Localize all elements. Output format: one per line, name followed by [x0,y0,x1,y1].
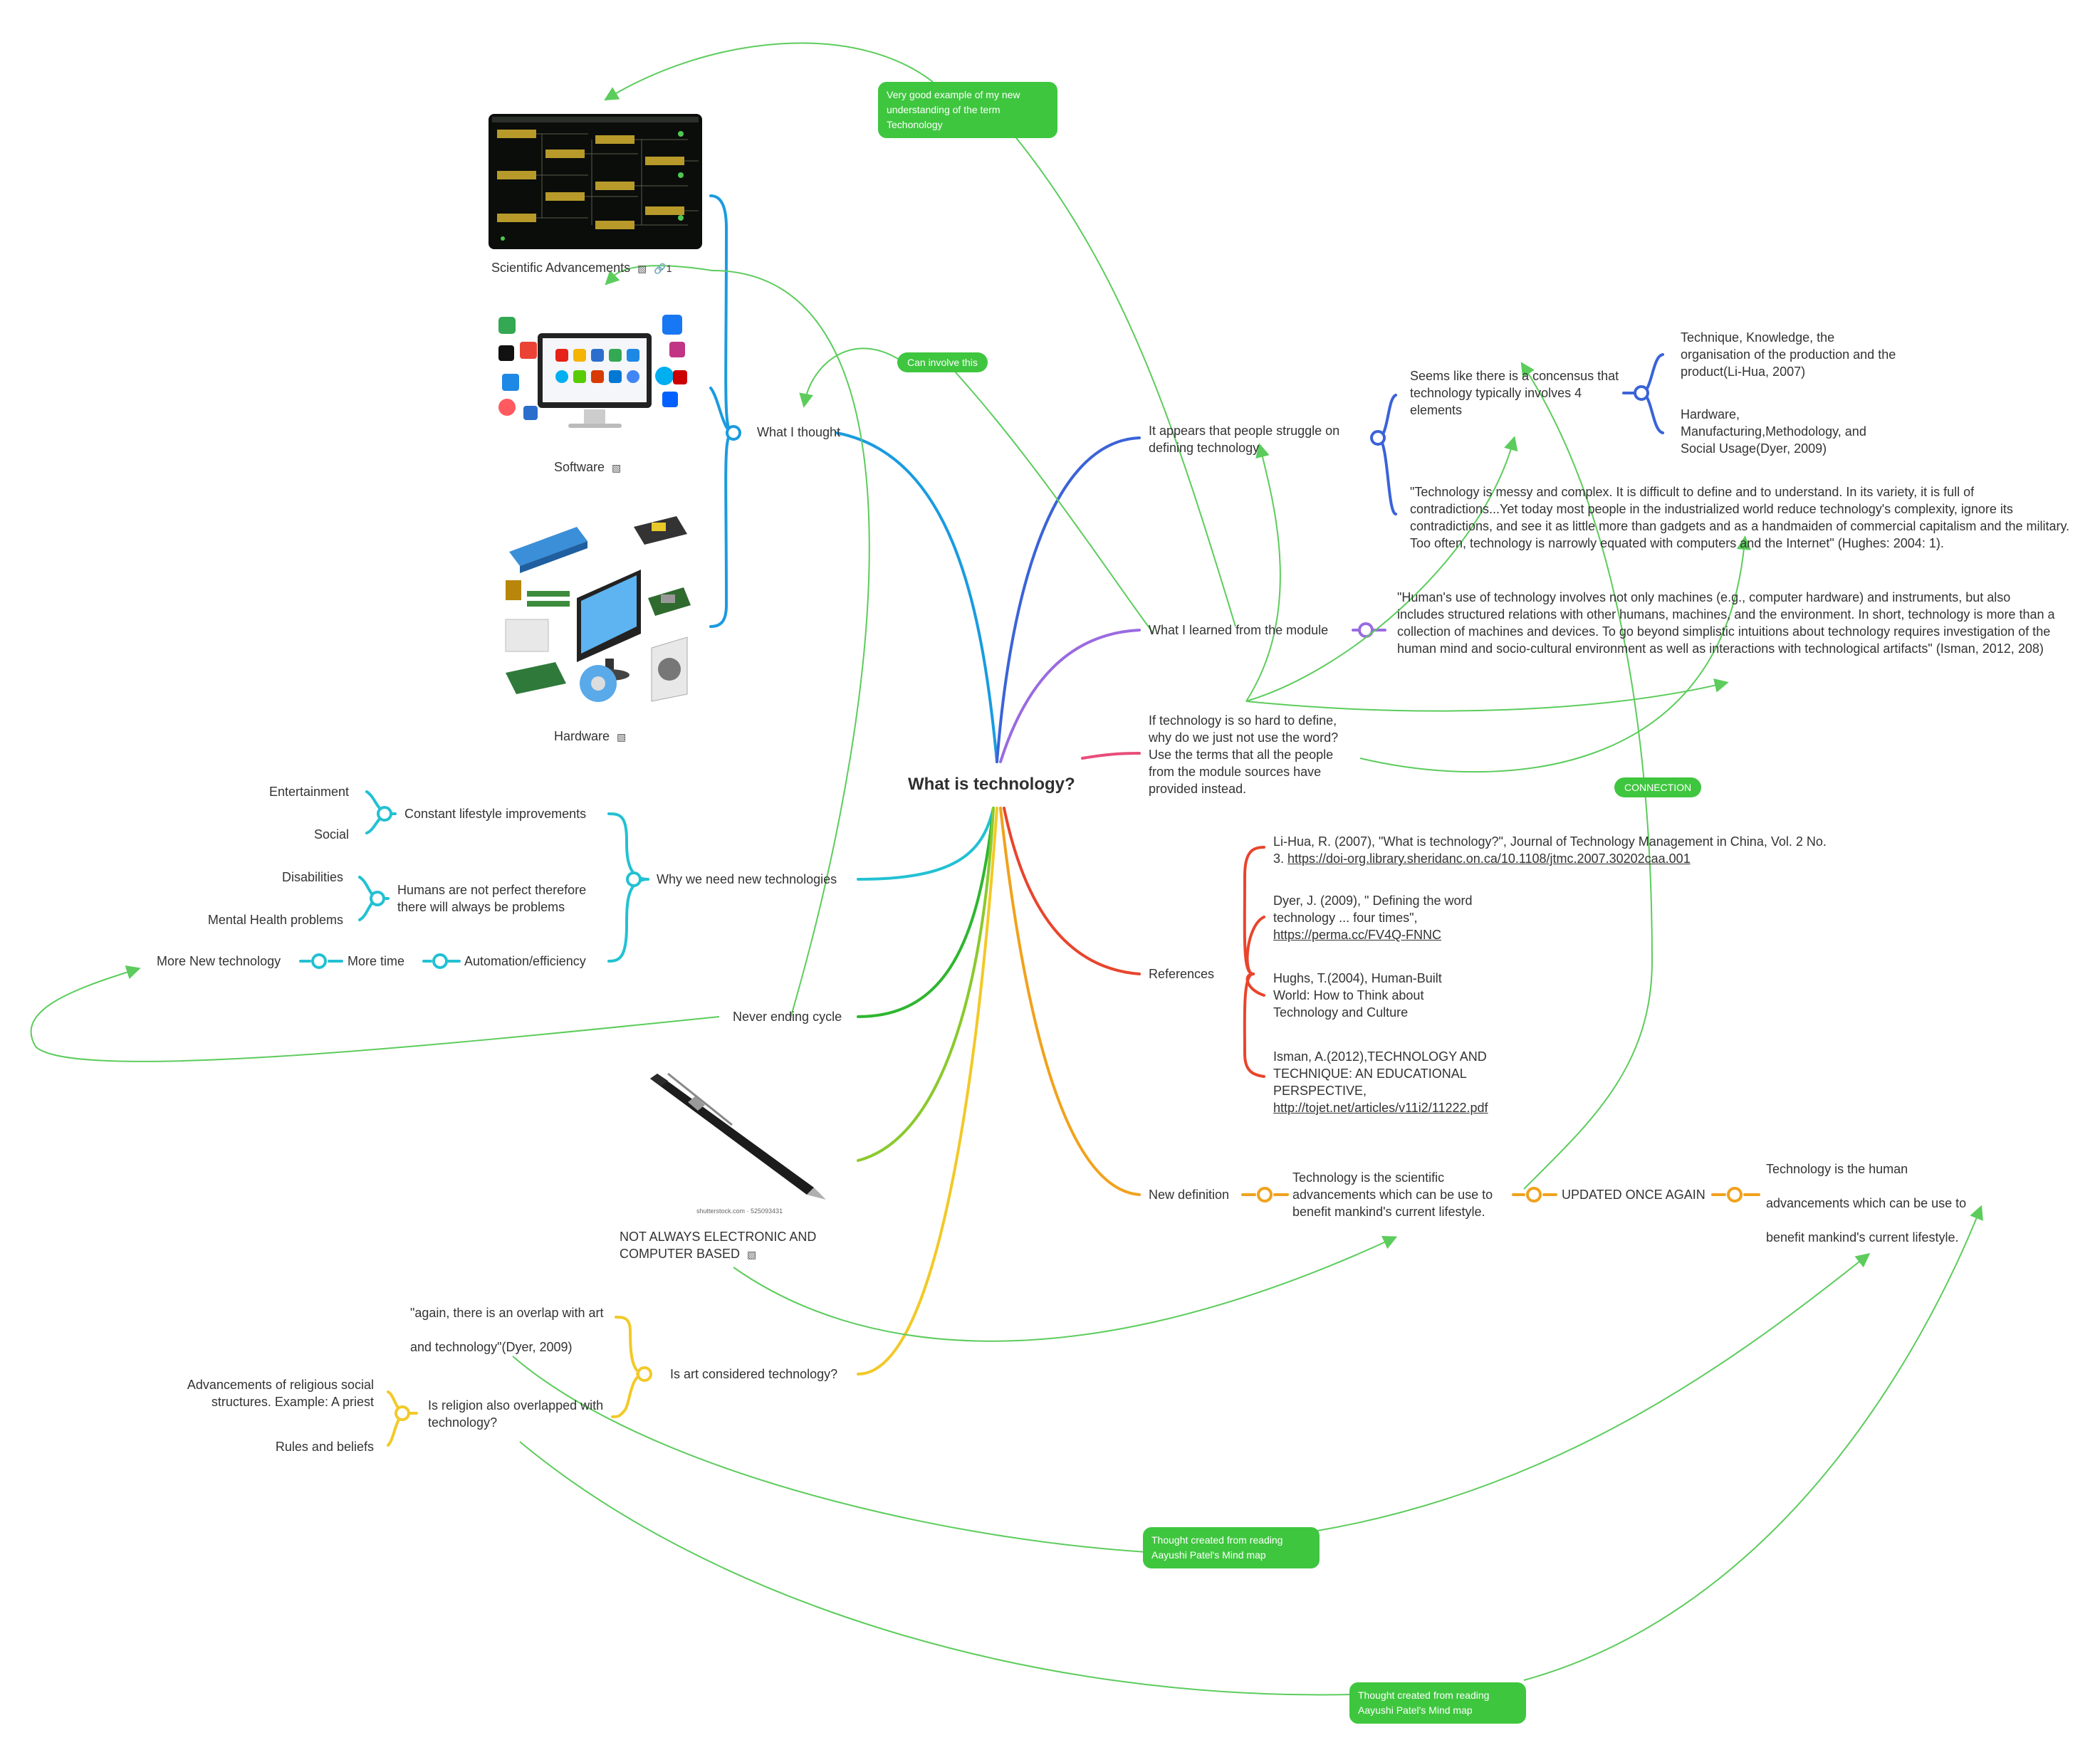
topic-automation[interactable]: Automation/efficiency [464,954,586,968]
hardware-image[interactable] [498,513,705,705]
topic-struggle[interactable]: It appears that people struggle on defin… [1149,424,1340,455]
software-caption: Software▧ [554,460,622,474]
image-icon[interactable]: ▧ [747,1249,757,1260]
updated-definition[interactable]: Technology is the human advancements whi… [1766,1162,1967,1245]
quote-isman[interactable]: "Human's use of technology involves not … [1397,590,2055,656]
element-hardware[interactable]: Hardware, Manufacturing,Methodology, and… [1681,407,1866,456]
note-good-example[interactable]: Very good example of my new understandin… [878,82,1057,138]
topic-never-ending-cycle[interactable]: Never ending cycle [733,1010,842,1024]
branch-line-cycle [857,807,995,1018]
branch-line-struggle [996,436,1141,763]
updated-label[interactable]: UPDATED ONCE AGAIN [1562,1188,1705,1202]
pen-image[interactable]: shutterstock.com · 525093431 [625,1068,839,1221]
branch-line-references [1003,807,1141,975]
topic-more-time[interactable]: More time [348,954,405,968]
definition-text[interactable]: Technology is the scientific advancement… [1292,1170,1493,1219]
topic-more-new-tech[interactable]: More New technology [157,954,281,968]
branch-line-pen [857,807,995,1162]
image-icon[interactable]: ▧ [637,263,647,274]
item-social[interactable]: Social [313,827,349,842]
pen-caption: NOT ALWAYS ELECTRONIC AND COMPUTER BASED… [620,1230,817,1261]
branch-line-what-i-thought [835,431,998,763]
note-can-involve[interactable]: Can involve this [897,352,988,372]
branch-line-learned [999,629,1141,763]
quote-hughes[interactable]: "Technology is messy and complex. It is … [1410,485,2070,550]
branch-line-why-new [857,807,995,881]
scientific-advancements-caption: Scientific Advancements▧🔗1 [491,261,672,275]
reference-hughs[interactable]: Hughs, T.(2004), Human-Built World: How … [1273,971,1442,1020]
reference-link[interactable]: http://tojet.net/articles/v11i2/11222.pd… [1273,1101,1488,1115]
reference-dyer: Dyer, J. (2009), " Defining the word tec… [1273,894,1473,942]
image-icon[interactable]: ▧ [617,731,627,743]
topic-learned[interactable]: What I learned from the module [1149,623,1329,637]
topic-lifestyle[interactable]: Constant lifestyle improvements [404,807,587,821]
software-image[interactable] [491,313,698,449]
hardware-caption: Hardware▧ [554,729,627,743]
topic-what-i-thought[interactable]: What I thought [757,425,841,439]
note-connection[interactable]: CONNECTION [1614,777,1702,797]
item-mental-health[interactable]: Mental Health problems [207,913,343,927]
note-aayushi-2[interactable]: Thought created from reading Aayushi Pat… [1349,1682,1526,1724]
branch-line-new-definition [999,807,1141,1196]
topic-concensus[interactable]: Seems like there is a concensus that tec… [1410,369,1619,417]
central-topic[interactable]: What is technology? [908,775,1075,794]
branch-line-hard-define [1081,752,1141,760]
watermark: shutterstock.com · 525093431 [696,1207,783,1215]
quote-dyer-art[interactable]: "again, there is an overlap with art and… [410,1306,604,1354]
item-entertainment[interactable]: Entertainment [268,785,349,799]
topic-imperfect[interactable]: Humans are not perfect therefore there w… [397,883,587,914]
branch-line-art [857,807,998,1376]
topic-hard-to-define[interactable]: If technology is so hard to define, why … [1149,713,1339,796]
link-icon[interactable]: 🔗 [654,263,667,274]
image-icon[interactable]: ▧ [612,462,622,473]
reference-isman: Isman, A.(2012),TECHNOLOGY AND TECHNIQUE… [1273,1049,1488,1115]
topic-new-definition[interactable]: New definition [1149,1188,1230,1202]
topic-art[interactable]: Is art considered technology? [670,1367,838,1381]
scientific-advancements-image[interactable] [489,114,702,249]
reference-link[interactable]: https://doi-org.library.sheridanc.on.ca/… [1287,852,1691,866]
reference-link[interactable]: https://perma.cc/FV4Q-FNNC [1273,928,1442,942]
element-technique[interactable]: Technique, Knowledge, the organisation o… [1681,330,1896,379]
item-rules-beliefs[interactable]: Rules and beliefs [275,1440,374,1454]
reference-li-hua: Li-Hua, R. (2007), "What is technology?"… [1273,834,1827,866]
topic-references[interactable]: References [1149,967,1215,981]
topic-religion[interactable]: Is religion also overlapped with technol… [428,1398,604,1430]
item-disabilities[interactable]: Disabilities [281,870,343,884]
topic-why-new-tech[interactable]: Why we need new technologies [657,872,837,886]
note-aayushi-1[interactable]: Thought created from reading Aayushi Pat… [1143,1527,1320,1568]
item-religious-structures[interactable]: Advancements of religious social structu… [187,1378,374,1409]
